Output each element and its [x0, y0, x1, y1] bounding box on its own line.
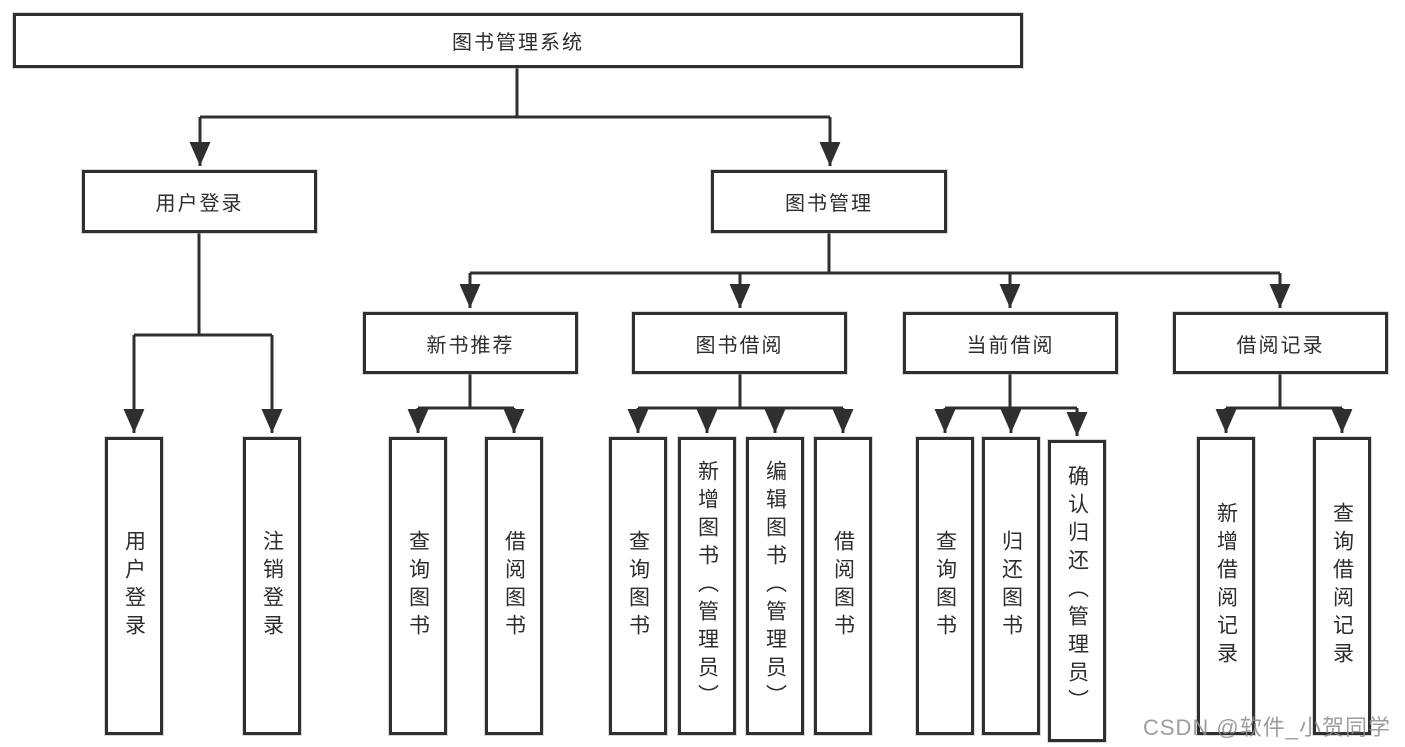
leaf-label: 新增借阅记录: [1214, 502, 1238, 670]
node-book-mgmt: 图书管理: [711, 170, 947, 233]
leaf-label: 归还图书: [999, 530, 1023, 642]
node-new-book-recommend: 新书推荐: [363, 312, 578, 374]
leaf-label: 借阅图书: [502, 530, 526, 642]
node-label: 借阅记录: [1236, 334, 1325, 357]
csdn-watermark: CSDN @软件_小贺同学: [1142, 715, 1391, 740]
connector-group4-rail: [1226, 374, 1342, 410]
leaf-label: 借阅图书: [831, 530, 855, 642]
connector-group2-rail: [638, 374, 843, 410]
leaf-confirm-return-admin: 确认归还（管理员）: [1048, 440, 1106, 742]
node-label: 当前借阅: [966, 334, 1055, 357]
leaf-query-books-3: 查询图书: [916, 437, 974, 735]
leaf-label: 注销登录: [260, 530, 284, 642]
leaf-query-books-1: 查询图书: [389, 437, 447, 735]
connector-book-mgmt-rail: [470, 233, 1280, 275]
node-label: 图书借阅: [695, 334, 784, 357]
connector-root-rail: [200, 68, 830, 119]
node-root-label: 图书管理系统: [452, 32, 584, 54]
leaf-add-books-admin: 新增图书（管理员）: [678, 437, 736, 735]
node-user-login-label: 用户登录: [155, 193, 244, 215]
leaf-label: 用户登录: [122, 530, 146, 642]
leaf-edit-books-admin: 编辑图书（管理员）: [746, 437, 804, 735]
leaf-user-login: 用户登录: [105, 437, 163, 735]
leaf-borrow-books-1: 借阅图书: [485, 437, 543, 735]
node-borrow-record: 借阅记录: [1173, 312, 1388, 374]
leaf-label: 查询图书: [406, 530, 430, 642]
node-book-borrow: 图书借阅: [632, 312, 847, 374]
leaf-borrow-books-2: 借阅图书: [814, 437, 872, 735]
connector-user-login-rail: [134, 233, 272, 337]
node-book-mgmt-label: 图书管理: [785, 193, 873, 215]
leaf-label: 查询借阅记录: [1330, 502, 1354, 670]
connector-group3-rail: [945, 374, 1077, 410]
leaf-query-books-2: 查询图书: [609, 437, 667, 735]
leaf-label: 查询图书: [626, 530, 650, 642]
leaf-label: 查询图书: [933, 530, 957, 642]
leaf-label: 确认归还（管理员）: [1065, 465, 1089, 717]
leaf-return-books: 归还图书: [982, 437, 1040, 735]
node-root: 图书管理系统: [13, 13, 1023, 68]
node-user-login: 用户登录: [82, 170, 317, 233]
leaf-label: 编辑图书（管理员）: [763, 460, 787, 712]
leaf-label: 新增图书（管理员）: [695, 460, 719, 712]
leaf-add-borrow-record: 新增借阅记录: [1197, 437, 1255, 735]
node-current-borrow: 当前借阅: [903, 312, 1118, 374]
leaf-logout: 注销登录: [243, 437, 301, 735]
leaf-query-borrow-record: 查询借阅记录: [1313, 437, 1371, 735]
node-label: 新书推荐: [426, 334, 515, 357]
connector-group1-rail: [418, 374, 514, 410]
